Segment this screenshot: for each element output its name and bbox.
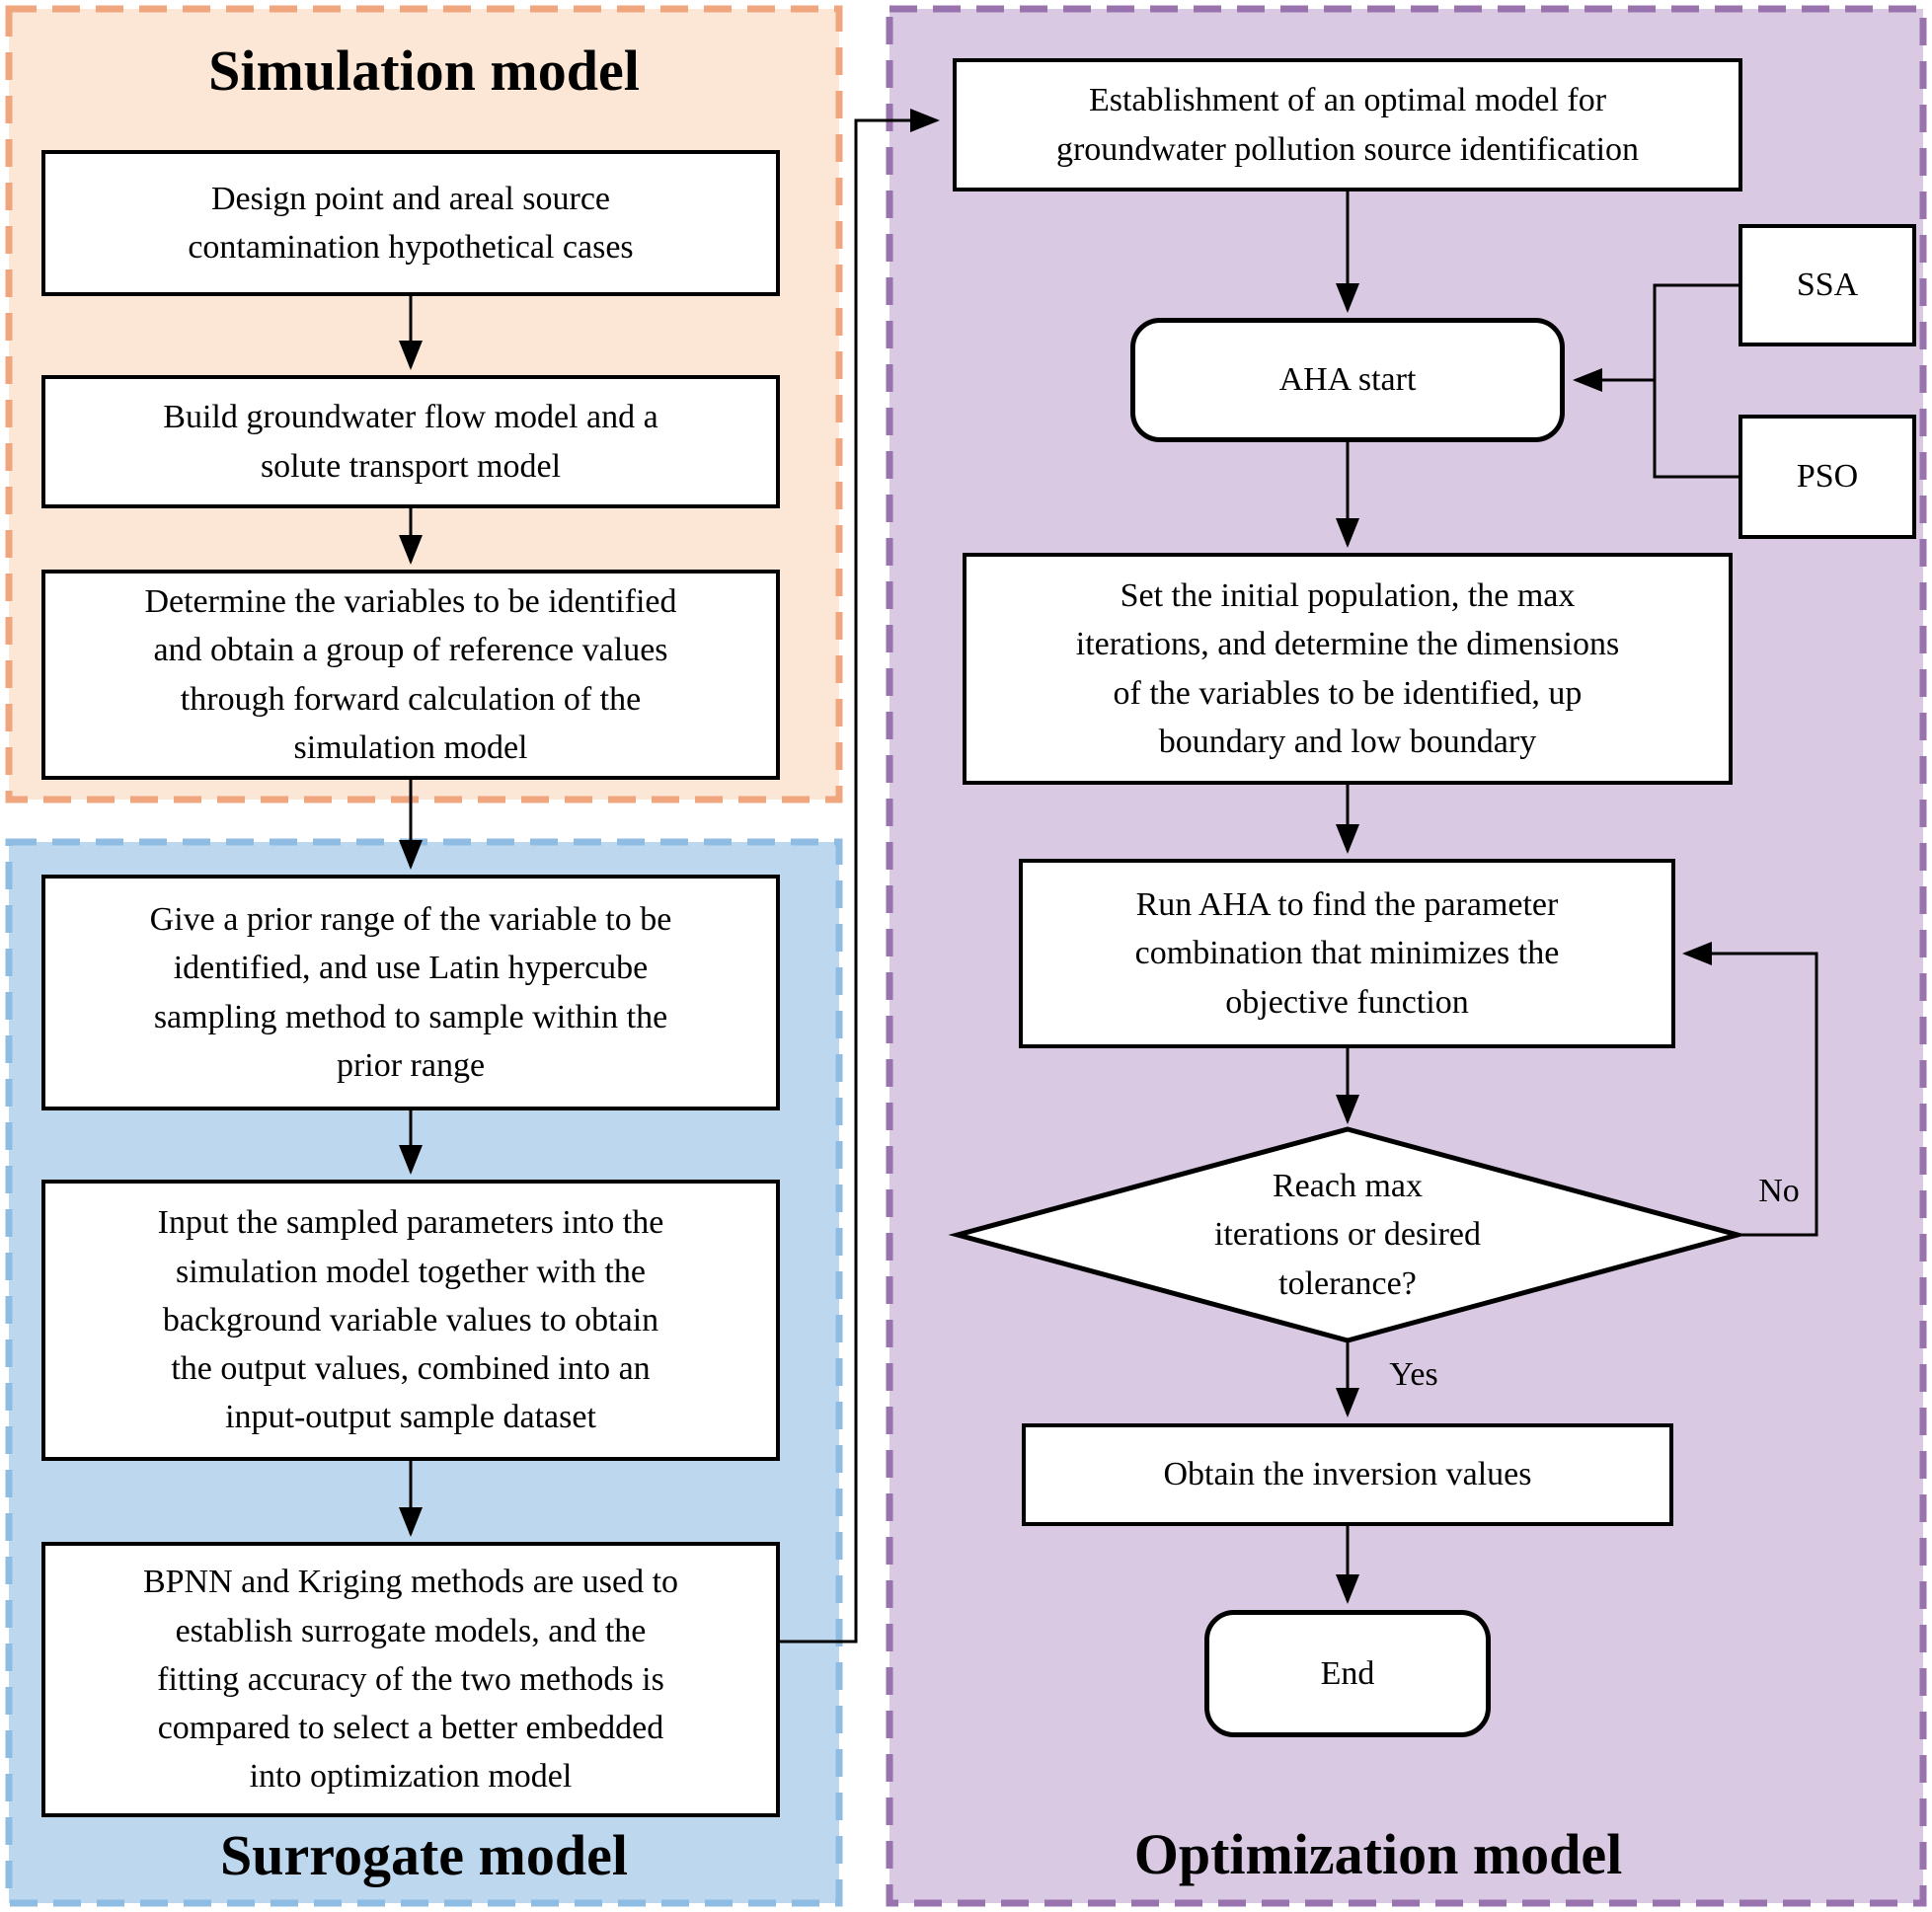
connector-no-loop bbox=[1682, 942, 1818, 1237]
node-establishment-optimal-model: Establishment of an optimal model for gr… bbox=[953, 58, 1742, 191]
section-title-simulation: Simulation model bbox=[208, 38, 640, 103]
node-prior-range-sampling: Give a prior range of the variable to be… bbox=[41, 875, 780, 1110]
decision-diamond-label: Reach max iterations or desired toleranc… bbox=[1213, 1168, 1482, 1302]
node-pso: PSO bbox=[1739, 415, 1916, 539]
node-run-aha: Run AHA to find the parameter combinatio… bbox=[1019, 859, 1675, 1048]
node-input-sampled-parameters: Input the sampled parameters into the si… bbox=[41, 1180, 780, 1461]
section-title-surrogate: Surrogate model bbox=[220, 1823, 628, 1887]
label-no: No bbox=[1758, 1173, 1800, 1210]
decision-diamond-shape bbox=[948, 1126, 1747, 1343]
label-yes: Yes bbox=[1389, 1356, 1438, 1394]
node-set-initial-population: Set the initial population, the max iter… bbox=[963, 553, 1733, 785]
node-build-flow-model: Build groundwater flow model and a solut… bbox=[41, 375, 780, 508]
node-determine-variables: Determine the variables to be identified… bbox=[41, 570, 780, 780]
section-title-optimization: Optimization model bbox=[1133, 1822, 1623, 1886]
node-design-cases: Design point and areal source contaminat… bbox=[41, 150, 780, 296]
node-ssa: SSA bbox=[1739, 224, 1916, 346]
connector-bpnn-to-establishment bbox=[776, 109, 940, 1644]
node-aha-start: AHA start bbox=[1130, 318, 1565, 442]
node-bpnn-kriging: BPNN and Kriging methods are used to est… bbox=[41, 1542, 780, 1817]
node-end: End bbox=[1204, 1610, 1491, 1737]
node-obtain-inversion-values: Obtain the inversion values bbox=[1022, 1423, 1673, 1526]
